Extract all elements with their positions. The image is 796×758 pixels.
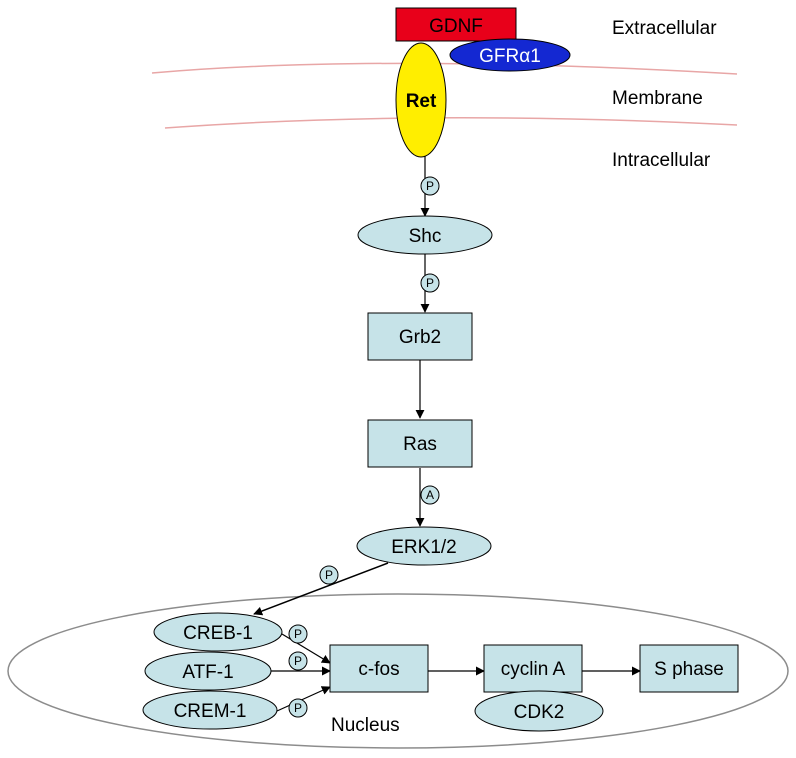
edge-crem1-cfos	[276, 686, 331, 712]
grb2-label: Grb2	[399, 327, 441, 348]
crem1-node	[142, 690, 278, 730]
creb1-label: CREB-1	[183, 623, 253, 644]
atf1-label: ATF-1	[182, 662, 233, 683]
phospho-marker-ret-shc: P	[420, 176, 440, 196]
erk-label: ERK1/2	[391, 537, 456, 558]
svg-text:A: A	[426, 488, 434, 502]
gfra1-node	[449, 38, 571, 72]
extracellular-label: Extracellular	[612, 18, 717, 39]
gdnf-label: GDNF	[429, 16, 483, 37]
cyclin-a-node	[483, 644, 583, 693]
membrane-inner-line	[164, 117, 738, 129]
phospho-marker-crem1: P	[288, 698, 308, 718]
cfos-label: c-fos	[358, 659, 399, 680]
svg-text:P: P	[325, 568, 333, 582]
nucleus-label: Nucleus	[331, 715, 400, 736]
edge-erk-creb1	[253, 562, 389, 616]
svg-text:P: P	[294, 701, 302, 715]
creb1-node	[153, 612, 283, 652]
grb2-node	[367, 312, 473, 361]
nucleus-envelope	[7, 593, 789, 749]
svg-text:P: P	[294, 654, 302, 668]
s-phase-node	[639, 644, 739, 693]
cyclin-a-label: cyclin A	[501, 659, 566, 680]
cdk2-label: CDK2	[514, 702, 565, 723]
ret-node	[395, 42, 447, 158]
svg-text:P: P	[426, 276, 434, 290]
svg-text:P: P	[294, 627, 302, 641]
erk-node	[356, 526, 492, 566]
phospho-marker-shc-grb2: P	[420, 273, 440, 293]
phospho-marker-erk-creb1: P	[319, 565, 339, 585]
ret-label: Ret	[406, 91, 437, 112]
membrane-outer-line	[151, 62, 738, 75]
cfos-node	[329, 644, 429, 693]
svg-text:P: P	[426, 179, 434, 193]
gfra1-label: GFRα1	[479, 46, 541, 67]
phospho-marker-creb1: P	[288, 624, 308, 644]
shc-node	[357, 215, 493, 255]
crem1-label: CREM-1	[174, 701, 247, 722]
activation-marker-ras-erk: A	[420, 485, 440, 505]
phospho-marker-atf1: P	[288, 651, 308, 671]
intracellular-label: Intracellular	[612, 150, 711, 171]
ras-label: Ras	[403, 434, 437, 455]
ras-node	[367, 419, 473, 468]
cdk2-node	[474, 690, 604, 732]
s-phase-label: S phase	[654, 659, 724, 680]
atf1-node	[144, 651, 272, 691]
membrane-label: Membrane	[612, 88, 703, 109]
shc-label: Shc	[409, 226, 442, 247]
gdnf-node	[395, 7, 517, 42]
